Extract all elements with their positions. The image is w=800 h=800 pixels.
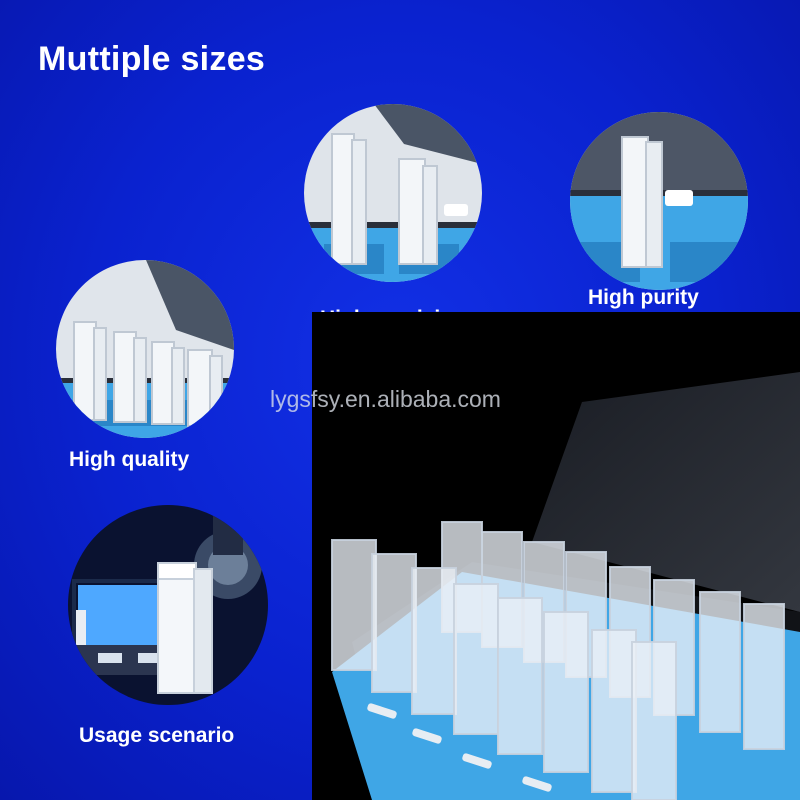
usage-scenario-caption: Usage scenario	[79, 724, 235, 747]
high-precision-image	[304, 104, 482, 282]
high-quality-caption: High quality	[69, 448, 190, 471]
high-quality-image	[56, 260, 234, 438]
high-purity-image	[570, 112, 748, 290]
high-purity-caption: High purity	[588, 286, 699, 309]
banner-title: Muttiple sizes	[38, 40, 266, 78]
usage-scenario-image	[68, 505, 268, 705]
site-watermark: lygsfsy.en.alibaba.com	[270, 386, 501, 412]
cuvette-tray-photo	[312, 312, 800, 800]
